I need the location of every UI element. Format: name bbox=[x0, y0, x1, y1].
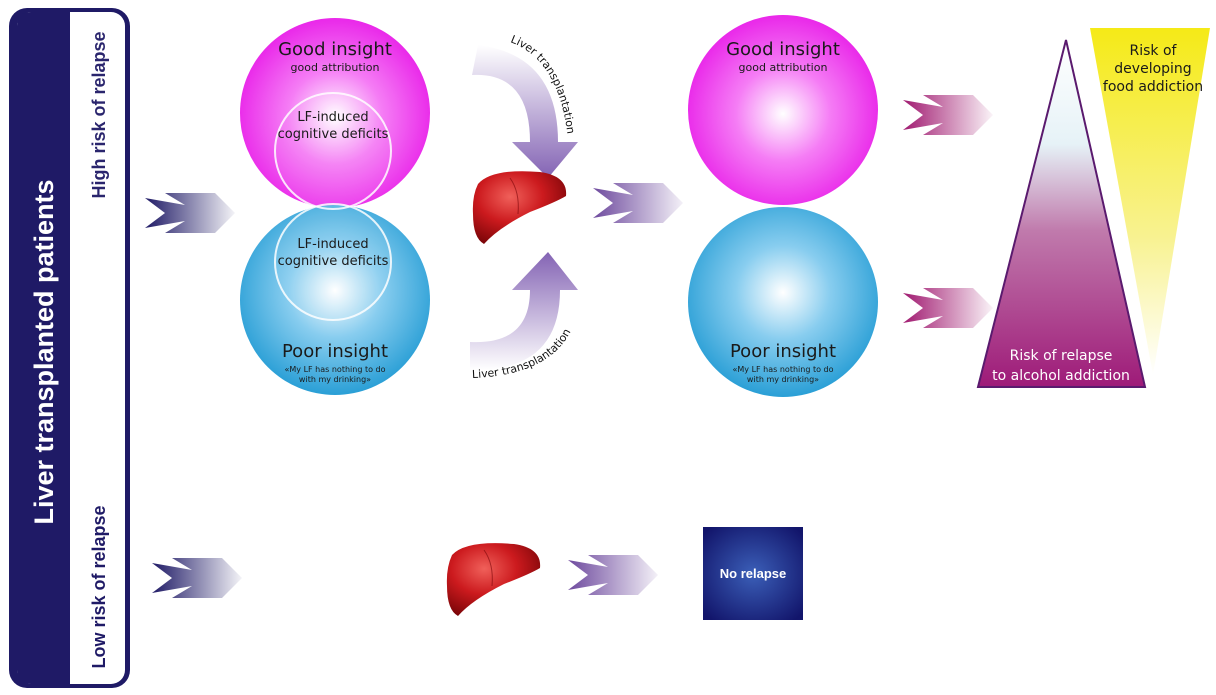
poor-insight-quote-2: with my drinking» bbox=[299, 375, 371, 384]
liver-icon bbox=[472, 171, 567, 244]
arrow-chevron-good-to-risk bbox=[903, 95, 993, 135]
curved-arrow-top bbox=[472, 45, 578, 178]
no-relapse-box: No relapse bbox=[703, 527, 803, 620]
lf-label-top-2: cognitive deficits bbox=[278, 127, 389, 142]
liver-icon-bottom bbox=[446, 543, 541, 616]
curved-arrow-bottom bbox=[470, 252, 578, 371]
high-risk-label: High risk of relapse bbox=[89, 31, 109, 198]
poor-insight-quote-2-right: with my drinking» bbox=[747, 375, 819, 384]
poor-insight-quote-1-right: «My LF has nothing to do bbox=[733, 365, 834, 374]
good-insight-subtitle-right: good attribution bbox=[739, 61, 828, 74]
arrow-chevron-bottom bbox=[568, 555, 658, 595]
food-risk-label-1: Risk of bbox=[1130, 43, 1178, 59]
lf-label-bottom-2: cognitive deficits bbox=[278, 254, 389, 269]
food-risk-label-3: food addiction bbox=[1103, 79, 1203, 95]
lf-label-top-1: LF-induced bbox=[297, 110, 368, 125]
poor-insight-title-right: Poor insight bbox=[730, 341, 836, 362]
food-addiction-triangle: Risk of developing food addiction bbox=[1090, 28, 1210, 375]
relapse-risk-label-2: to alcohol addiction bbox=[992, 368, 1130, 384]
lf-label-bottom-1: LF-induced bbox=[297, 237, 368, 252]
food-risk-label-2: developing bbox=[1114, 61, 1191, 77]
relapse-risk-label-1: Risk of relapse bbox=[1010, 348, 1113, 364]
poor-insight-circle-right: Poor insight «My LF has nothing to do wi… bbox=[688, 207, 878, 397]
relapse-risk-triangle: Risk of relapse to alcohol addiction bbox=[976, 39, 1147, 388]
poor-insight-circle-left: Poor insight «My LF has nothing to do wi… bbox=[240, 205, 430, 395]
arrow-chevron-high bbox=[145, 193, 235, 233]
lf-deficit-ring-top bbox=[274, 92, 392, 210]
good-insight-circle-left: Good insight good attribution bbox=[240, 18, 430, 208]
no-relapse-label: No relapse bbox=[720, 566, 786, 581]
good-insight-circle-right: Good insight good attribution bbox=[688, 15, 878, 205]
low-risk-label: Low risk of relapse bbox=[89, 505, 109, 668]
good-insight-title-right: Good insight bbox=[726, 39, 840, 60]
arrow-chevron-low bbox=[152, 558, 242, 598]
lf-deficit-ring-bottom bbox=[274, 203, 392, 321]
poor-insight-quote-1: «My LF has nothing to do bbox=[285, 365, 386, 374]
sidebar-title: Liver transplanted patients bbox=[29, 179, 59, 524]
arrow-chevron-poor-to-risk bbox=[903, 288, 993, 328]
good-insight-subtitle: good attribution bbox=[291, 61, 380, 74]
poor-insight-title: Poor insight bbox=[282, 341, 388, 362]
sidebar-panel: Liver transplanted patients High risk of… bbox=[9, 8, 130, 688]
arrow-chevron-mid bbox=[593, 183, 683, 223]
good-insight-title: Good insight bbox=[278, 39, 392, 60]
